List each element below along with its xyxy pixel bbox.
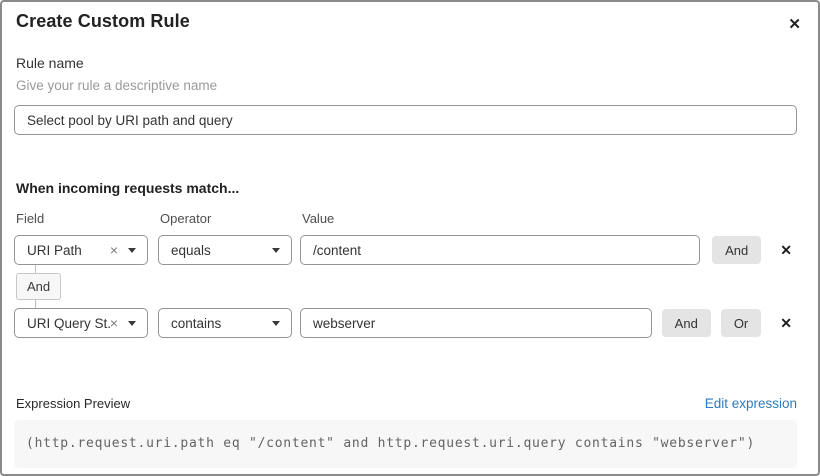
page-title: Create Custom Rule: [16, 11, 190, 31]
value-input-1[interactable]: [300, 235, 701, 265]
add-or-button-2[interactable]: Or: [720, 309, 762, 337]
chevron-down-icon: [272, 320, 280, 326]
column-headers: Field Operator Value: [14, 211, 797, 226]
add-and-button-1[interactable]: And: [712, 236, 762, 264]
matcher-section: When incoming requests match... Field Op…: [14, 180, 797, 338]
condition-row-1: URI Path × equals And ✕: [14, 235, 797, 265]
field-select-1[interactable]: URI Path ×: [14, 235, 148, 265]
preview-header: Expression Preview Edit expression: [14, 396, 797, 411]
field-select-2[interactable]: URI Query St... ×: [14, 308, 148, 338]
dialog-header: Create Custom Rule ✕: [14, 11, 801, 34]
connector-line-top: [35, 265, 36, 273]
value-input-2[interactable]: [300, 308, 652, 338]
expression-preview-label: Expression Preview: [16, 396, 131, 411]
clear-icon[interactable]: ×: [109, 242, 118, 258]
column-label-value: Value: [302, 211, 335, 226]
clear-icon[interactable]: ×: [109, 315, 118, 331]
chevron-down-icon: [128, 320, 136, 326]
remove-condition-icon[interactable]: ✕: [780, 242, 792, 258]
rule-name-helper: Give your rule a descriptive name: [16, 78, 218, 93]
rule-name-section: Rule name Give your rule a descriptive n…: [14, 55, 797, 135]
column-label-operator: Operator: [160, 211, 212, 226]
condition-row-2: URI Query St... × contains And Or ✕: [14, 308, 797, 338]
operator-select-1-value: equals: [171, 242, 211, 258]
expression-code: (http.request.uri.path eq "/content" and…: [14, 420, 797, 468]
close-icon[interactable]: ✕: [788, 16, 801, 33]
matcher-heading: When incoming requests match...: [16, 180, 240, 196]
field-select-1-value: URI Path: [27, 242, 82, 258]
operator-select-2[interactable]: contains: [158, 308, 292, 338]
rule-name-input[interactable]: [14, 105, 797, 135]
remove-condition-icon[interactable]: ✕: [780, 315, 792, 331]
operator-select-1[interactable]: equals: [158, 235, 292, 265]
add-and-button-2[interactable]: And: [661, 309, 711, 337]
connector-and-badge: And: [16, 273, 62, 300]
expression-preview-section: Expression Preview Edit expression (http…: [14, 396, 797, 468]
column-label-field: Field: [16, 211, 45, 226]
chevron-down-icon: [128, 247, 136, 253]
operator-select-2-value: contains: [171, 315, 222, 331]
rule-name-label: Rule name: [16, 55, 84, 71]
chevron-down-icon: [272, 247, 280, 253]
connector: And: [14, 265, 797, 308]
connector-line-bottom: [35, 300, 36, 308]
edit-expression-link[interactable]: Edit expression: [704, 396, 797, 411]
field-select-2-value: URI Query St...: [27, 315, 110, 331]
